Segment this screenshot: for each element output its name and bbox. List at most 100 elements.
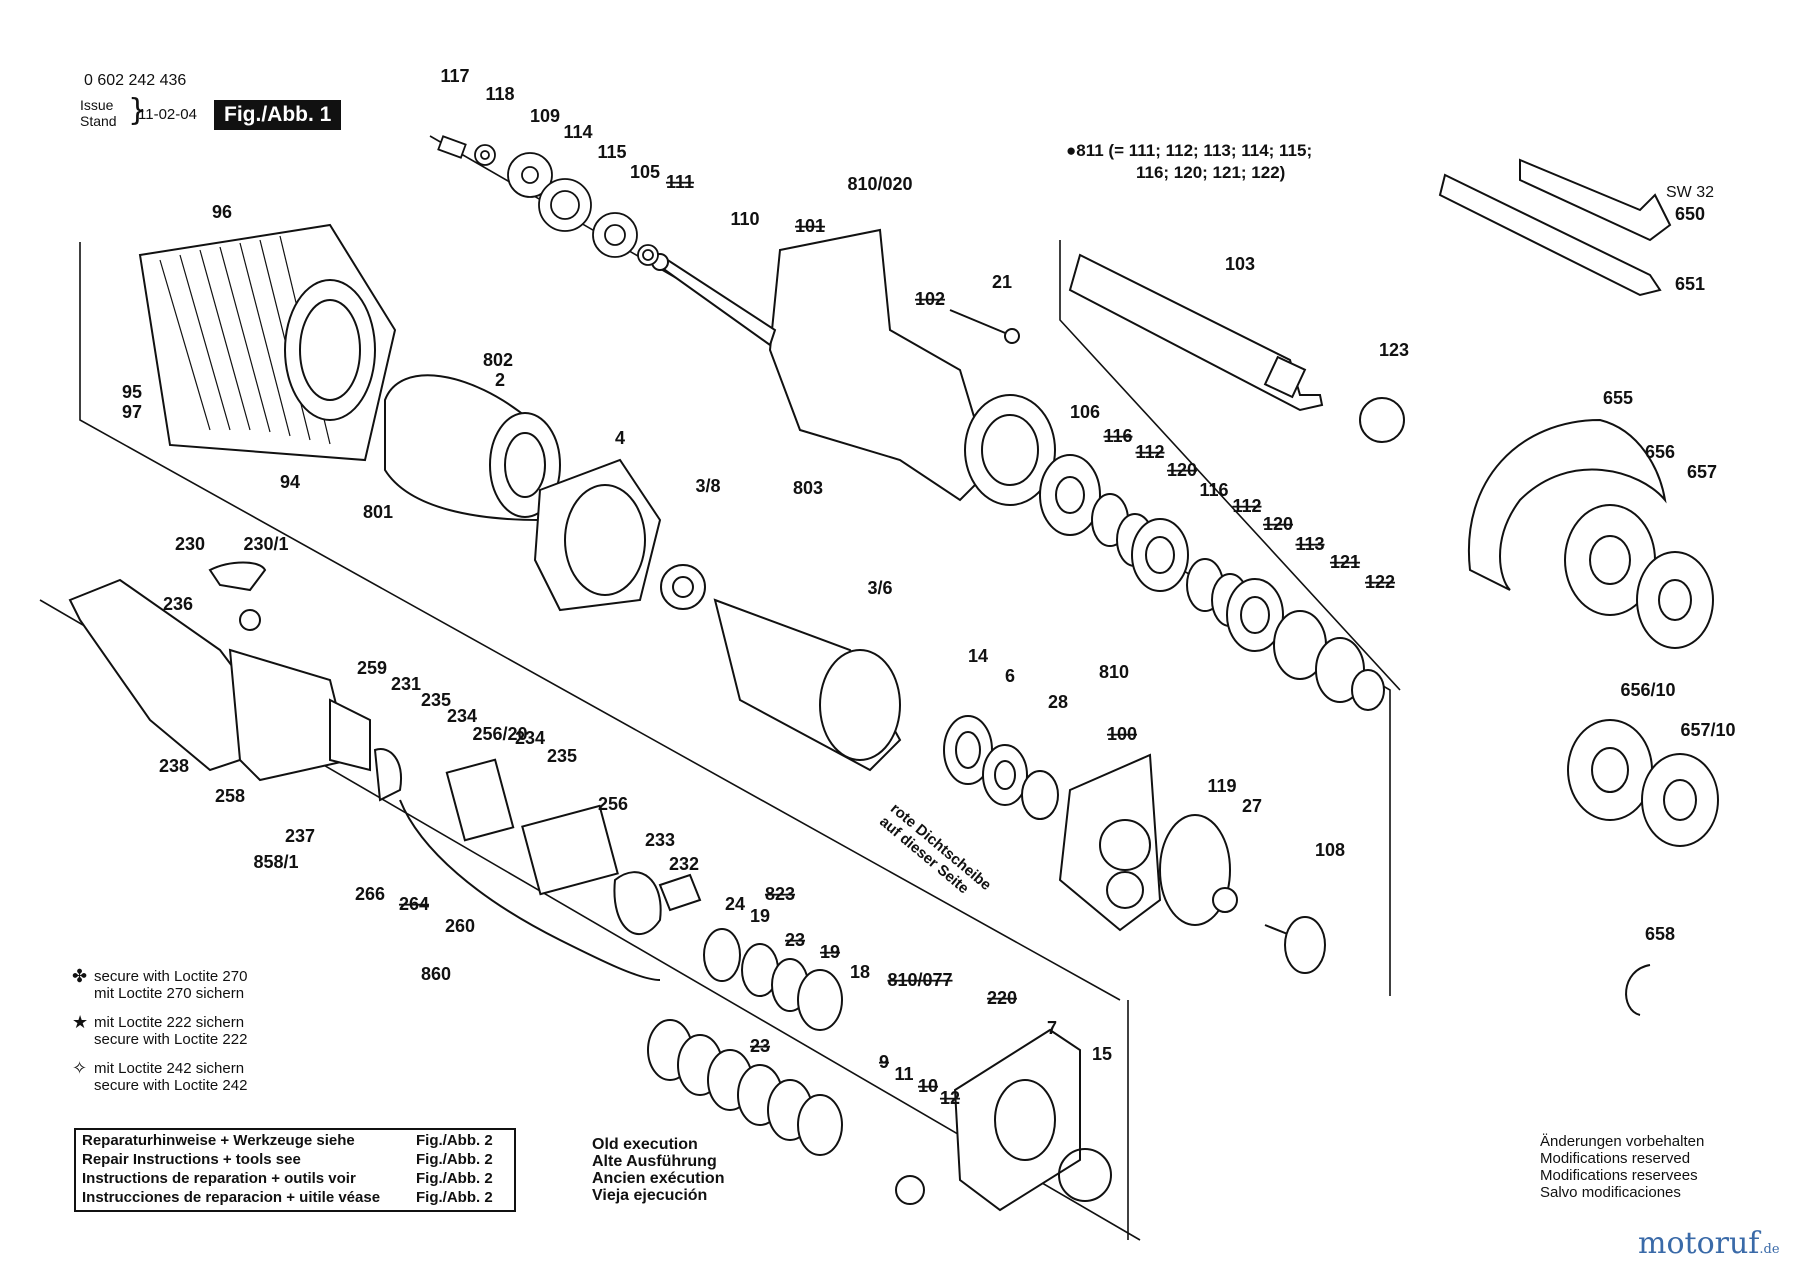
part-label: 112 (1232, 496, 1261, 516)
part-label: 259 (357, 658, 387, 678)
issue-stand-labels: Issue Stand (80, 97, 117, 129)
part-label: 11 (894, 1064, 913, 1084)
repair-row-fr: Instructions de reparation + outils voir (82, 1170, 356, 1187)
changes-es: Salvo modificaciones (1540, 1184, 1681, 1201)
part-label: 6 (1005, 666, 1015, 686)
part-label: 100 (1107, 724, 1137, 744)
part-label: 117 (440, 66, 469, 86)
part-label: 256 (598, 794, 628, 814)
part-label: 658 (1645, 924, 1675, 944)
frame-shaft (1059, 240, 1401, 691)
legend-line1: mit Loctite 222 sichern (94, 1014, 245, 1031)
part-label: 101 (795, 216, 825, 236)
motor-housing-96 (138, 223, 397, 462)
part-label: 122 (1365, 572, 1395, 592)
ground-symbol-icon (895, 1175, 925, 1205)
part-label: 23 (750, 1036, 770, 1056)
part-label: 110 (730, 209, 759, 229)
circlip-658 (1625, 964, 1651, 1016)
part-label: 858/1 (253, 852, 298, 872)
part-label: 114 (563, 122, 592, 142)
part-label: 106 (1070, 402, 1100, 422)
retaining-ring-123 (1359, 397, 1405, 443)
part-label: 120 (1263, 514, 1293, 534)
part-label: 230/1 (243, 534, 288, 554)
issue-date: 11-02-04 (138, 106, 197, 123)
legend-item-loctite-270: ✤ secure with Loctite 270 mit Loctite 27… (72, 966, 248, 1003)
issue-label: Issue (80, 97, 114, 113)
part-label: 264 (399, 894, 429, 914)
part-label: 116 (1199, 480, 1228, 500)
gear-housing-810 (1058, 753, 1238, 932)
part-label: 234 (515, 728, 545, 748)
part-label: 123 (1379, 340, 1409, 360)
part-label: 121 (1330, 552, 1360, 572)
changes-reserved-note: Änderungen vorbehalten Modifications res… (1540, 1133, 1704, 1201)
repair-row-en: Repair Instructions + tools see (82, 1151, 301, 1168)
repair-instructions-box: Reparaturhinweise + Werkzeuge siehe Fig.… (74, 1128, 516, 1212)
legend-item-loctite-242: ✧ mit Loctite 242 sichern secure with Lo… (72, 1060, 247, 1095)
part-label: 3/6 (867, 578, 892, 598)
springs-23 (647, 1019, 843, 1156)
part-label: 119 (1207, 776, 1236, 796)
part-label: 108 (1315, 840, 1345, 860)
springs-823 (703, 928, 843, 1031)
repair-row-de: Reparaturhinweise + Werkzeuge siehe (82, 1132, 355, 1149)
part-label: 12 (940, 1088, 960, 1108)
legend-line1: secure with Loctite 270 (94, 968, 248, 985)
part-label: 18 (850, 962, 870, 982)
part-label: 118 (485, 84, 514, 104)
changes-fr: Modifications reservees (1540, 1167, 1698, 1184)
note-811-line1: 811 (= 111; 112; 113; 114; 115; (1076, 141, 1313, 160)
note-811: ●811 (= 111; 112; 113; 114; 115; 116; 12… (1066, 140, 1312, 184)
part-label: 235 (547, 746, 577, 766)
legend-item-loctite-222: ★ mit Loctite 222 sichern secure with Lo… (72, 1014, 247, 1049)
part-label: 2 (495, 370, 505, 390)
part-label: 230 (175, 534, 205, 554)
part-label: 19 (820, 942, 840, 962)
part-label: 651 (1675, 274, 1705, 294)
stand-label: Stand (80, 113, 117, 129)
part-label: 28 (1048, 692, 1068, 712)
guard-655 (1467, 418, 1667, 591)
repair-ref-de: Fig./Abb. 2 (416, 1132, 493, 1149)
part-label: 15 (1092, 1044, 1112, 1064)
clover-icon: ✤ (72, 966, 88, 987)
part-label: 14 (968, 646, 988, 666)
part-label: 120 (1167, 460, 1197, 480)
part-label: 102 (915, 289, 945, 309)
switch-assembly (329, 698, 702, 936)
pinion-108 (1264, 916, 1326, 974)
changes-en: Modifications reserved (1540, 1150, 1691, 1167)
small-parts-top (437, 135, 659, 266)
armature-803 (660, 564, 902, 772)
gear-cover-7 (953, 1028, 1081, 1212)
part-label: 3/8 (695, 476, 720, 496)
cable-260 (399, 799, 661, 981)
part-label: 10 (918, 1076, 938, 1096)
part-label: 266 (355, 884, 385, 904)
shaft-110 (651, 252, 777, 347)
part-number: 0 602 242 436 (84, 72, 187, 89)
repair-ref-es: Fig./Abb. 2 (416, 1189, 493, 1206)
part-label: 231 (391, 674, 421, 694)
repair-ref-en: Fig./Abb. 2 (416, 1151, 493, 1168)
part-label: 810 (1099, 662, 1129, 682)
handle-810-020 (768, 228, 1056, 506)
spindle-103 (1068, 253, 1324, 412)
wrench-650-651 (1438, 158, 1672, 297)
part-label: 656/10 (1620, 680, 1675, 700)
part-label: 4 (615, 428, 625, 448)
part-label: 238 (159, 756, 189, 776)
brand-tld: .de (1759, 1242, 1780, 1257)
part-label: 112 (1135, 442, 1164, 462)
part-label: 655 (1603, 388, 1633, 408)
part-label: 109 (530, 106, 560, 126)
part-label: 7 (1047, 1018, 1057, 1038)
old-execution-es: Vieja ejecución (592, 1187, 708, 1204)
part-label: 823 (765, 884, 795, 904)
part-label: 116 (1103, 426, 1132, 446)
changes-de: Änderungen vorbehalten (1540, 1133, 1705, 1150)
part-label: 234 (447, 706, 477, 726)
